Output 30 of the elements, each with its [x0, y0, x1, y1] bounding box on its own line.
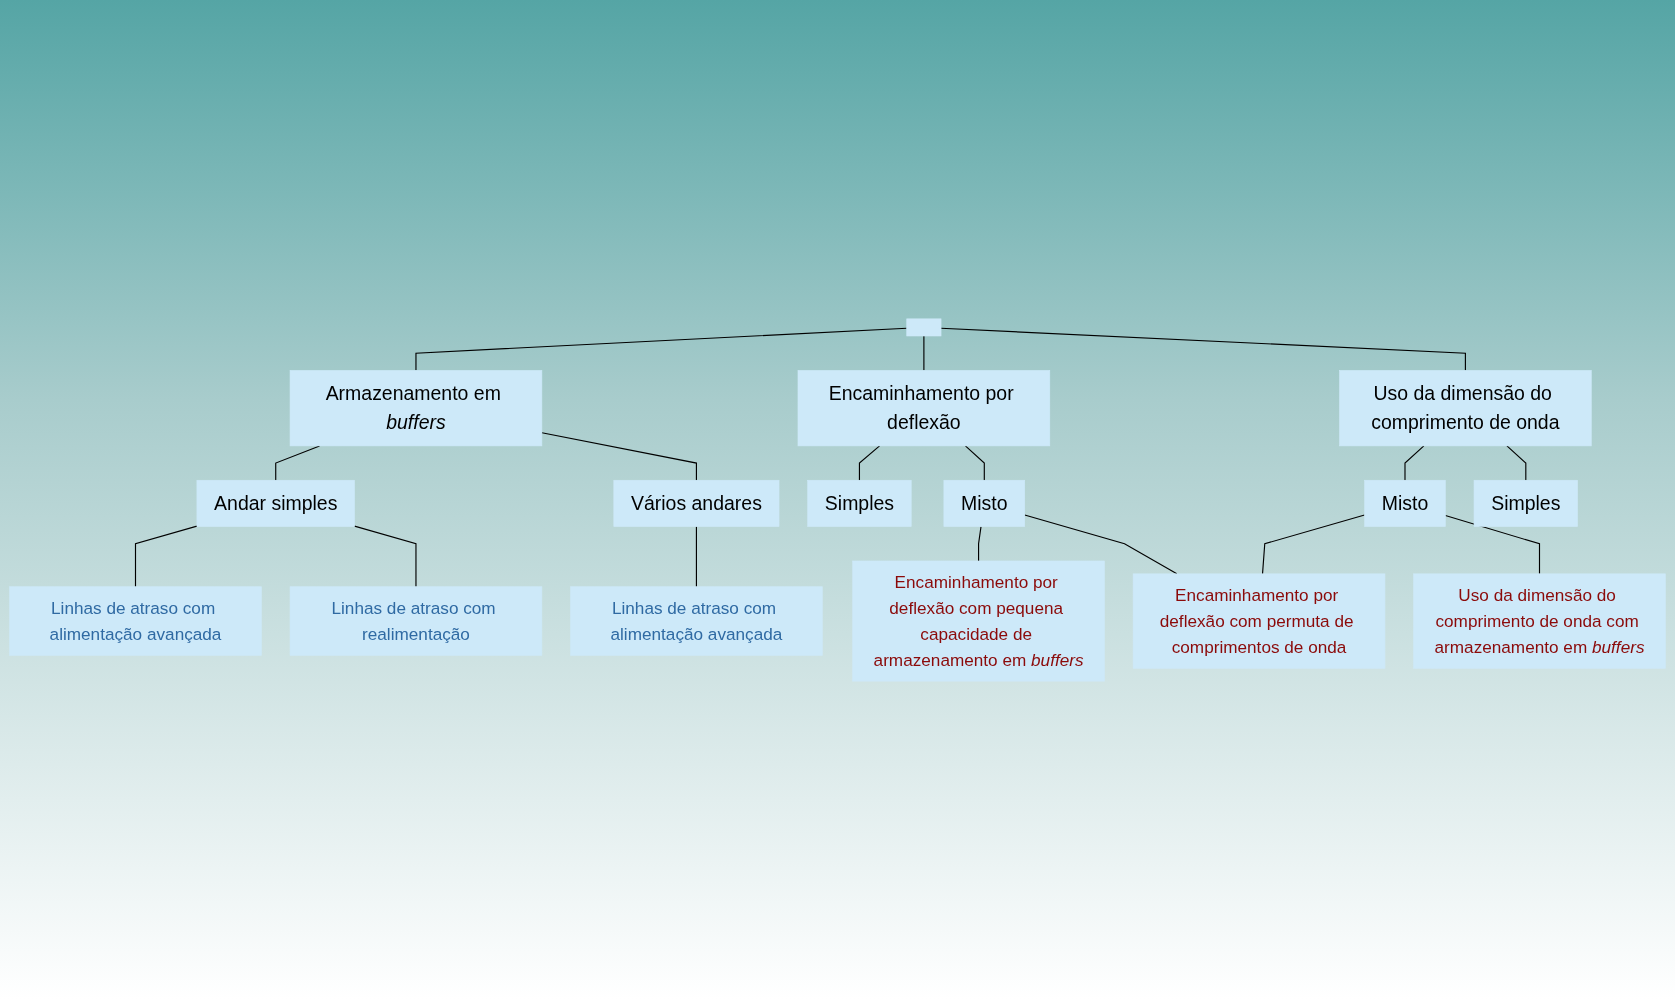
- connector: [858, 444, 881, 481]
- node-box: [570, 585, 823, 656]
- connector: [1444, 514, 1541, 574]
- node-box: [1364, 479, 1446, 527]
- connector: [695, 525, 697, 587]
- node-box: [289, 369, 543, 446]
- node-box: [797, 369, 1051, 446]
- connector: [541, 431, 697, 481]
- connector: [964, 444, 985, 481]
- connector: [1404, 444, 1425, 481]
- node-box: [1132, 573, 1386, 669]
- connector: [415, 327, 908, 371]
- node-box: [807, 479, 912, 527]
- connector: [1024, 514, 1178, 574]
- connector: [1506, 444, 1527, 481]
- node-box: [196, 479, 355, 527]
- node-box: [289, 585, 543, 656]
- connector: [923, 334, 925, 371]
- node-box: [906, 318, 942, 336]
- node-box: [943, 479, 1025, 527]
- connector: [978, 525, 982, 562]
- tree-diagram: Armazenamento em buffers Encaminhamento por deflexão Uso da dimensão do comprimento de onda Andar simples Vários andares Simples Misto Misto Simples Linhas de atraso com alimentação avançada Linhas de atraso com alimentação avançada Encaminhamento por deflexão com pequena capacidade de armazenamento em buffers Uso da dimensão do comprimento de onda com armazenamento em buffers Linhas de atraso com realimentação Encaminhamento por deflexão com permuta de comprimentos de onda: [5, 4, 1670, 995]
- connector: [940, 327, 1466, 371]
- node-box: [9, 585, 262, 656]
- connector: [1261, 514, 1366, 574]
- node-box: [1339, 369, 1592, 446]
- node-box: [852, 560, 1105, 681]
- node-box: [1473, 479, 1578, 527]
- node-box: [1413, 573, 1666, 669]
- node-box: [613, 479, 780, 527]
